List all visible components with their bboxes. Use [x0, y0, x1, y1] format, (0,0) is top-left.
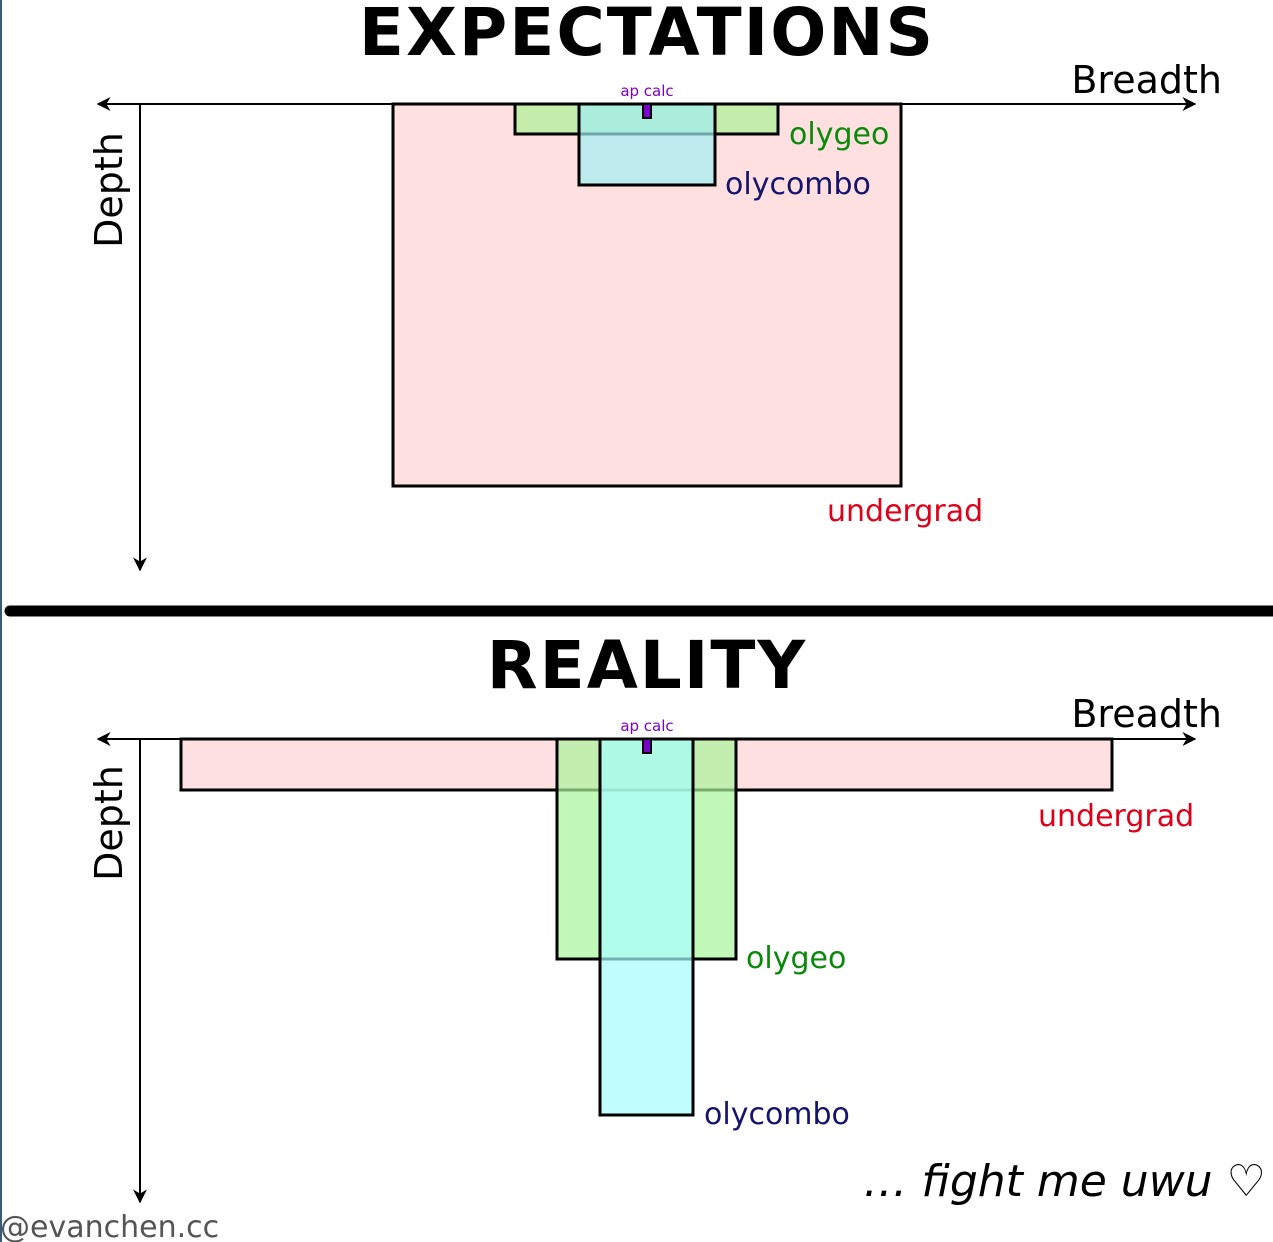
expectations-olycombo-label: olycombo [725, 167, 871, 202]
reality-olygeo-label: olygeo [746, 941, 846, 976]
left-border [0, 0, 2, 1242]
reality-title: REALITY [487, 627, 807, 704]
expectations-title: EXPECTATIONS [359, 0, 935, 71]
credit-handle: @evanchen.cc [0, 1210, 219, 1242]
reality-apcalc-box [642, 738, 652, 754]
expectations-apcalc-label: ap calc [620, 82, 673, 100]
expectations-apcalc-box [642, 103, 652, 119]
reality-apcalc-label: ap calc [620, 717, 673, 735]
expectations-panel: EXPECTATIONS Breadth Depth ap calc olyge… [87, 0, 1222, 572]
reality-depth-label: Depth [87, 765, 131, 881]
expectations-depth-label: Depth [87, 132, 131, 248]
tagline: … fight me uwu ♡ [863, 1156, 1266, 1207]
reality-breadth-label: Breadth [1071, 692, 1222, 736]
reality-olycombo-label: olycombo [704, 1097, 850, 1132]
reality-panel: REALITY Breadth Depth ap calc undergrad … [87, 627, 1222, 1204]
expectations-olygeo-label: olygeo [789, 117, 889, 152]
expectations-breadth-label: Breadth [1071, 58, 1222, 102]
reality-undergrad-label: undergrad [1038, 799, 1194, 834]
expectations-undergrad-label: undergrad [827, 494, 983, 529]
reality-olycombo-box [598, 737, 695, 1117]
